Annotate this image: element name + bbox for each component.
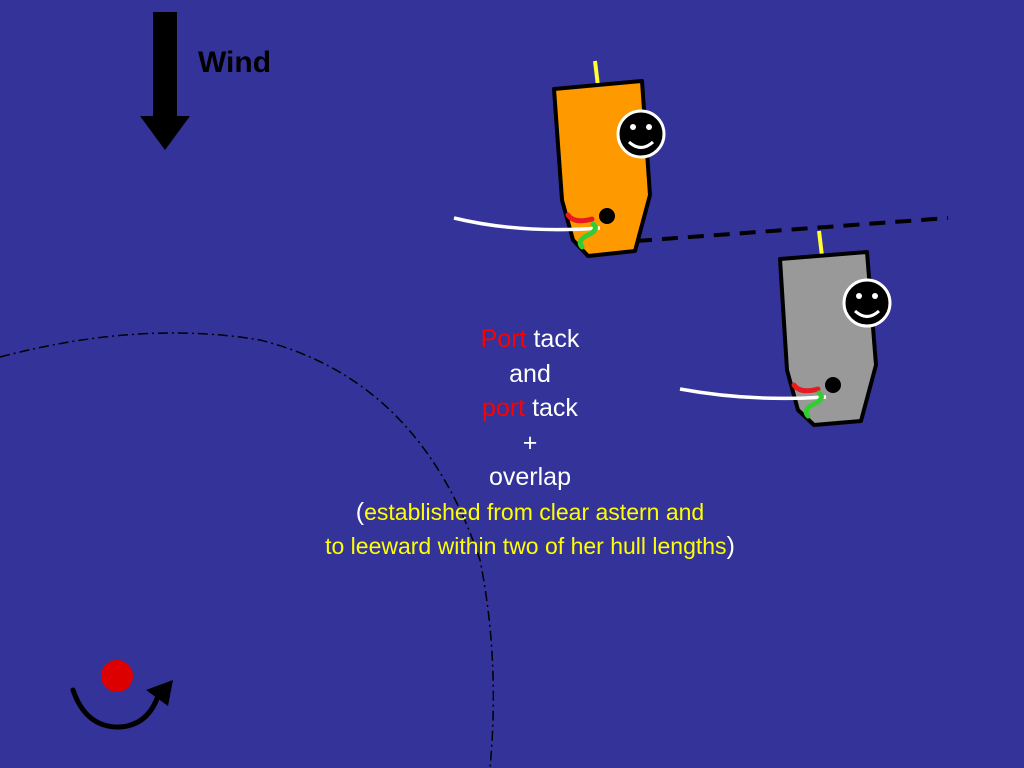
- caption-port-1: Port: [480, 325, 527, 353]
- caption-line-3: port tack: [230, 391, 830, 426]
- caption-to-leeward: to leeward within two of her hull length…: [325, 533, 727, 559]
- tiller-red-windward: [565, 212, 595, 224]
- smiley-face-icon: [616, 109, 666, 159]
- smiley-face-icon: [842, 278, 892, 328]
- caption-line-4: +: [522, 428, 538, 457]
- burgee-windward: [593, 60, 600, 87]
- boat-leeward: [679, 230, 892, 427]
- curved-arrow-icon: [70, 680, 173, 730]
- tiller-green-windward: [577, 221, 598, 250]
- caption-line-5: overlap: [489, 463, 571, 491]
- caption-line-1: Port tack: [230, 322, 830, 357]
- sail-windward: [453, 216, 601, 232]
- tiller-green-leeward: [803, 390, 824, 419]
- caption-tack-2: tack: [525, 394, 578, 422]
- boat-windward: [453, 60, 666, 258]
- caption-line-7: to leeward within two of her hull length…: [230, 529, 830, 564]
- caption-line-2: and: [509, 359, 551, 388]
- caption-close-paren: ): [726, 532, 735, 560]
- caption-tack-1: tack: [526, 325, 580, 353]
- zone-circle: [0, 332, 495, 768]
- tiller-red-leeward: [791, 382, 821, 394]
- mark-buoy-icon: [101, 660, 133, 692]
- caption-established: established from clear astern and: [364, 498, 705, 525]
- burgee-leeward: [817, 230, 824, 257]
- caption-line-6: (established from clear astern and: [230, 495, 830, 530]
- overlap-line: [635, 216, 949, 243]
- wind-label: Wind: [198, 46, 272, 79]
- caption: Port tack and port tack + overlap (estab…: [230, 322, 830, 564]
- helm-point-leeward: [825, 377, 841, 393]
- caption-open-paren: (: [355, 497, 365, 526]
- caption-port-2: port: [482, 394, 526, 422]
- arrow-down-icon: [140, 12, 190, 150]
- helm-point-windward: [599, 208, 615, 224]
- sail-leeward: [679, 387, 827, 401]
